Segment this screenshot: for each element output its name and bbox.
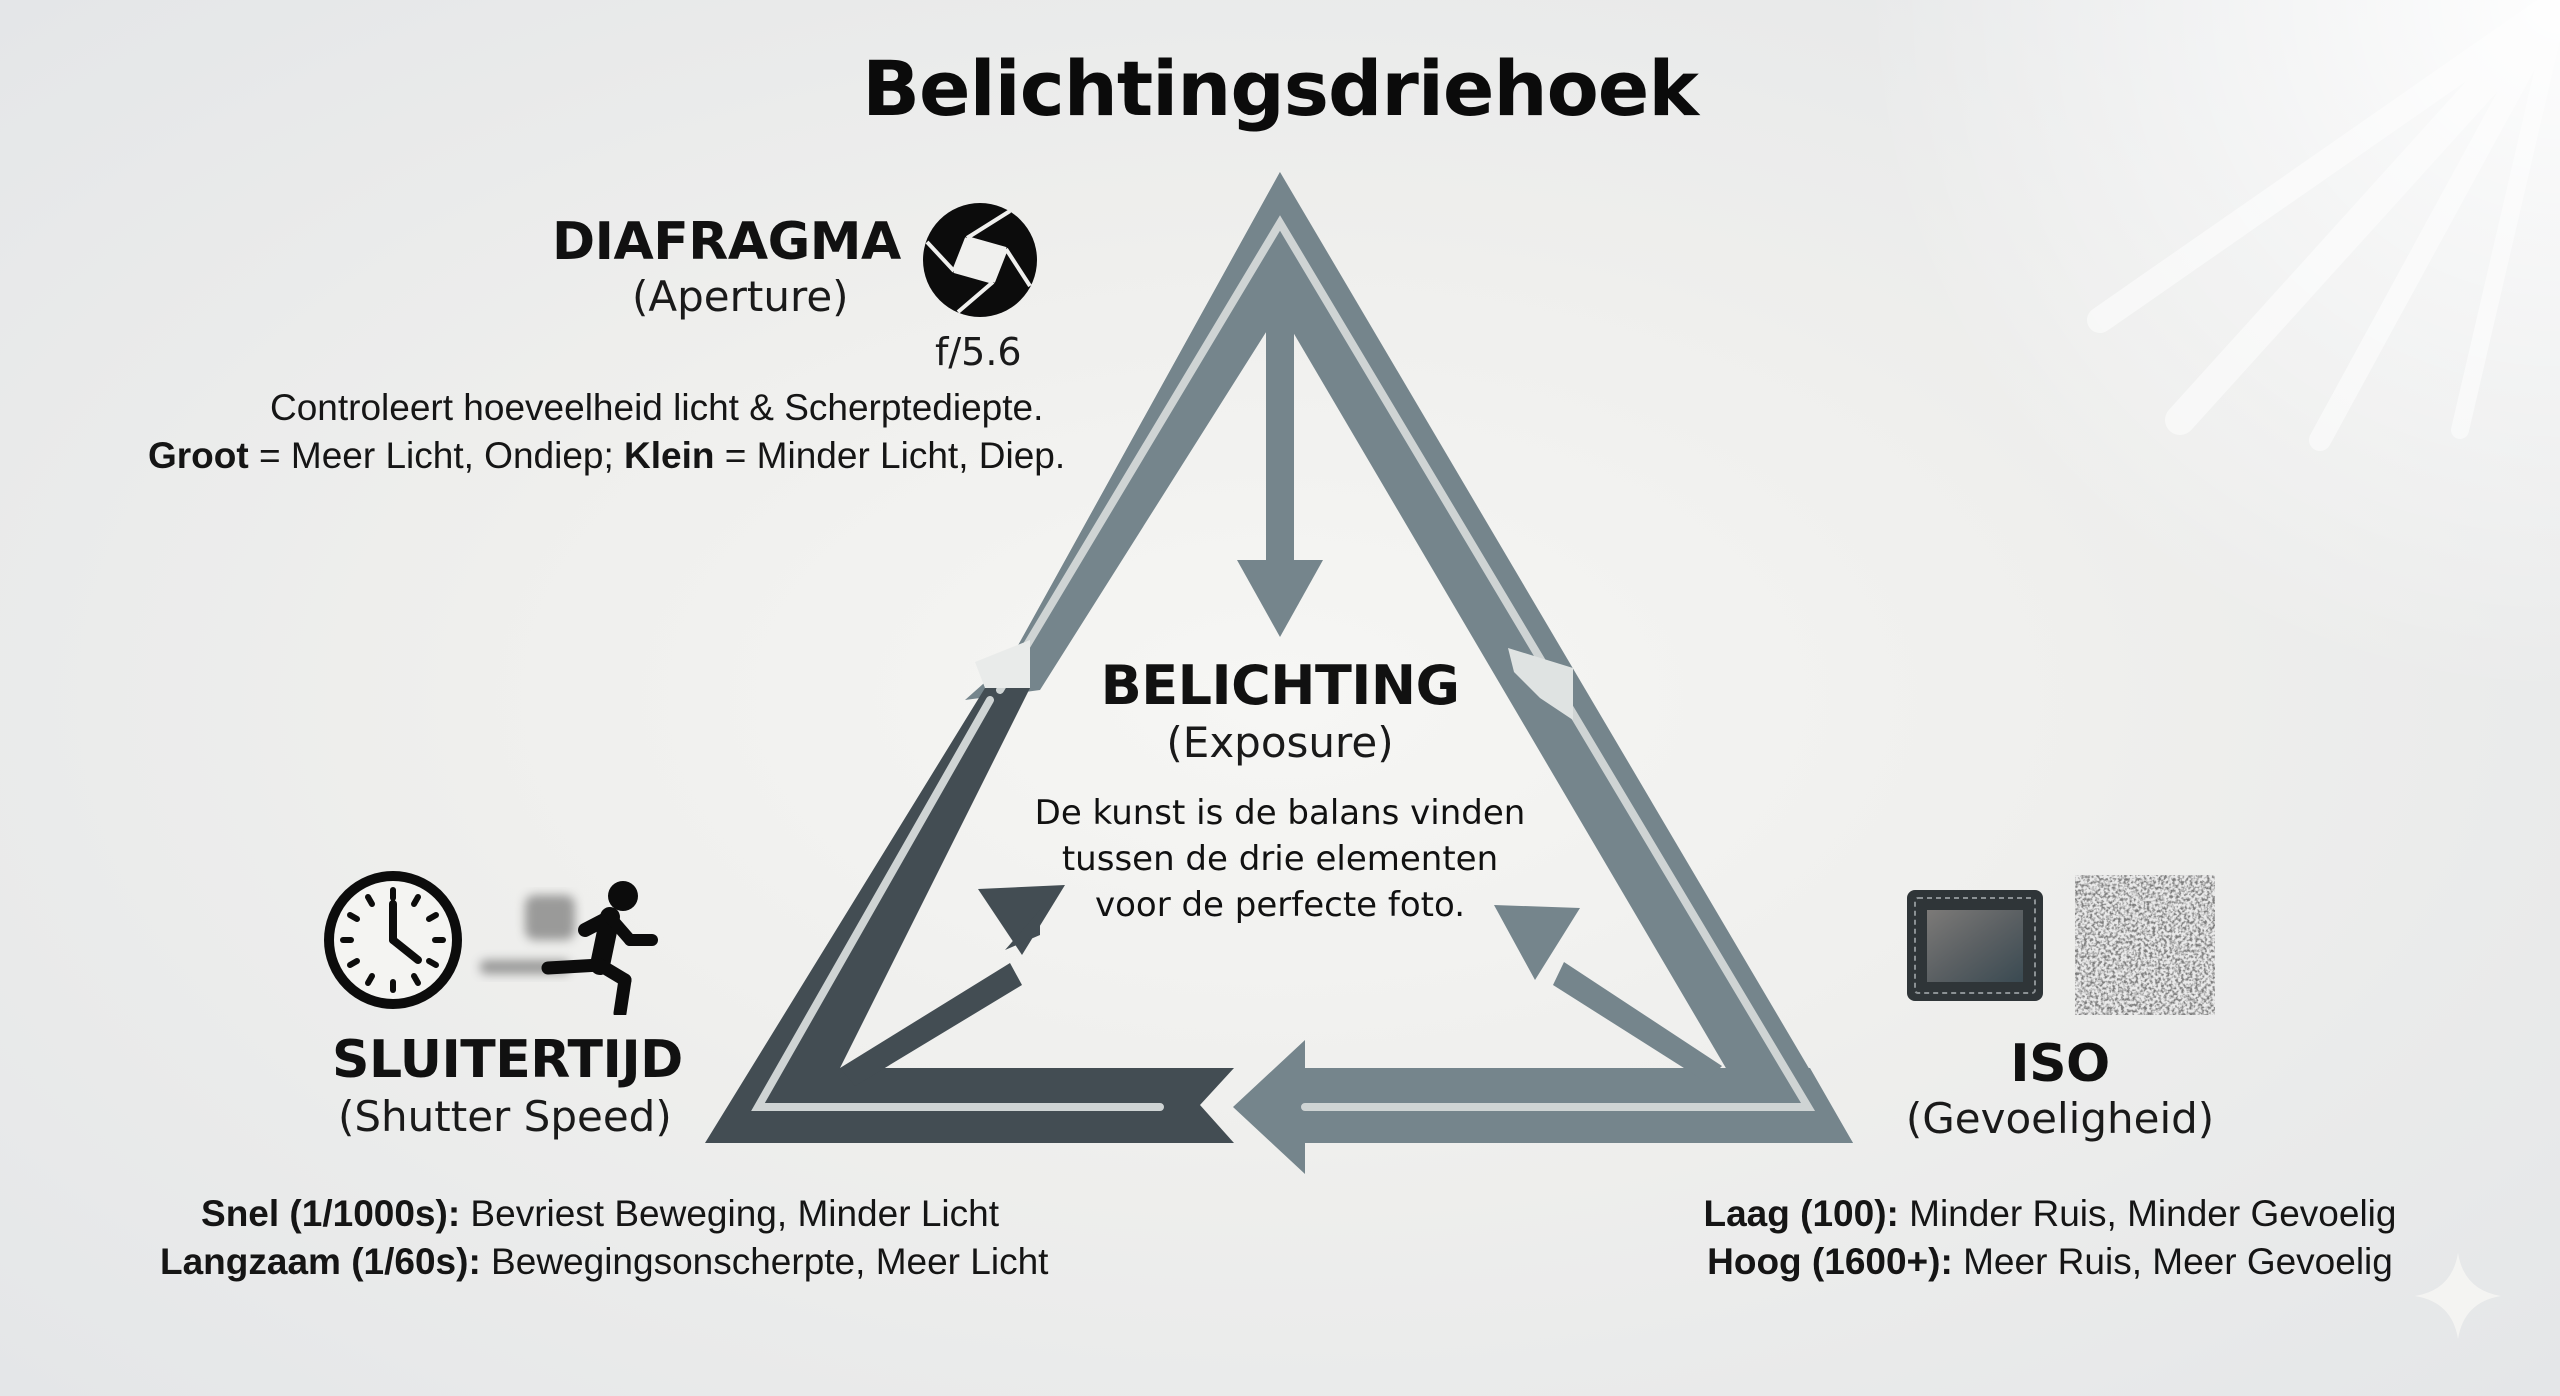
exposure-description-line: De kunst is de balans vinden bbox=[1034, 793, 1526, 833]
exposure-label: BELICHTING bbox=[1100, 654, 1460, 717]
iso-high-text: Meer Ruis, Meer Gevoelig bbox=[1952, 1241, 2393, 1282]
aperture-value: f/5.6 bbox=[935, 330, 1022, 374]
aperture-small-term: Klein bbox=[624, 435, 715, 476]
aperture-large-text: = Meer Licht, Ondiep; bbox=[248, 435, 625, 476]
shutter-slow-text: Bewegingsonscherpte, Meer Licht bbox=[480, 1241, 1049, 1282]
shutter-fast-text: Bevriest Beweging, Minder Licht bbox=[460, 1193, 999, 1234]
aperture-large-term: Groot bbox=[148, 435, 249, 476]
aperture-small-text: = Minder Licht, Diep. bbox=[714, 435, 1066, 476]
exposure-description-line: tussen de drie elementen bbox=[1061, 839, 1499, 879]
shutter-slow-term: Langzaam (1/60s): bbox=[160, 1241, 481, 1282]
iso-high-term: Hoog (1600+): bbox=[1707, 1241, 1953, 1282]
left-side-arrow bbox=[975, 640, 1030, 688]
shutter-slow-line: Langzaam (1/60s): Bewegingsonscherpte, M… bbox=[160, 1238, 1048, 1286]
page-title: Belichtingsdriehoek bbox=[862, 44, 1699, 133]
aperture-label: DIAFRAGMA bbox=[552, 212, 901, 272]
exposure-description-line: voor de perfecte foto. bbox=[1094, 885, 1466, 925]
iso-high-line: Hoog (1600+): Meer Ruis, Meer Gevoelig bbox=[1670, 1238, 2430, 1286]
triangle-right-band bbox=[1280, 172, 1853, 1143]
sparkle-icon bbox=[2415, 1253, 2501, 1339]
aperture-icon bbox=[923, 203, 1037, 317]
clock-icon bbox=[324, 871, 462, 1009]
iso-low-term: Laag (100): bbox=[1703, 1193, 1899, 1234]
iso-details: Laag (100): Minder Ruis, Minder Gevoelig… bbox=[1670, 1190, 2430, 1286]
shutter-details: Snel (1/1000s): Bevriest Beweging, Minde… bbox=[160, 1190, 1048, 1286]
down-arrow bbox=[1237, 310, 1323, 637]
aperture-detail: Groot = Meer Licht, Ondiep; Klein = Mind… bbox=[148, 432, 1065, 480]
camera-sensor-icon bbox=[1907, 890, 2043, 1001]
triangle-left-lower-band bbox=[705, 688, 1234, 1143]
aperture-description: Controleert hoeveelheid licht & Scherpte… bbox=[270, 387, 1044, 428]
exposure-sublabel: (Exposure) bbox=[1166, 718, 1394, 767]
noise-texture-icon bbox=[2075, 875, 2215, 1015]
exposure-description: De kunst is de balans vinden tussen de d… bbox=[980, 790, 1580, 928]
right-side-arrow bbox=[1508, 648, 1573, 720]
shutter-sublabel: (Shutter Speed) bbox=[338, 1092, 672, 1141]
aperture-sublabel: (Aperture) bbox=[632, 272, 849, 321]
right-inner-arrow bbox=[1494, 905, 1722, 1082]
running-person-icon bbox=[480, 881, 658, 1015]
iso-low-text: Minder Ruis, Minder Gevoelig bbox=[1898, 1193, 2397, 1234]
shutter-fast-line: Snel (1/1000s): Bevriest Beweging, Minde… bbox=[160, 1190, 1040, 1238]
shutter-label: SLUITERTIJD bbox=[332, 1030, 683, 1090]
left-inner-arrow bbox=[840, 885, 1065, 1086]
shutter-fast-term: Snel (1/1000s): bbox=[201, 1193, 461, 1234]
iso-label: ISO bbox=[2010, 1034, 2110, 1094]
iso-low-line: Laag (100): Minder Ruis, Minder Gevoelig bbox=[1670, 1190, 2430, 1238]
iso-sublabel: (Gevoeligheid) bbox=[1905, 1094, 2215, 1143]
